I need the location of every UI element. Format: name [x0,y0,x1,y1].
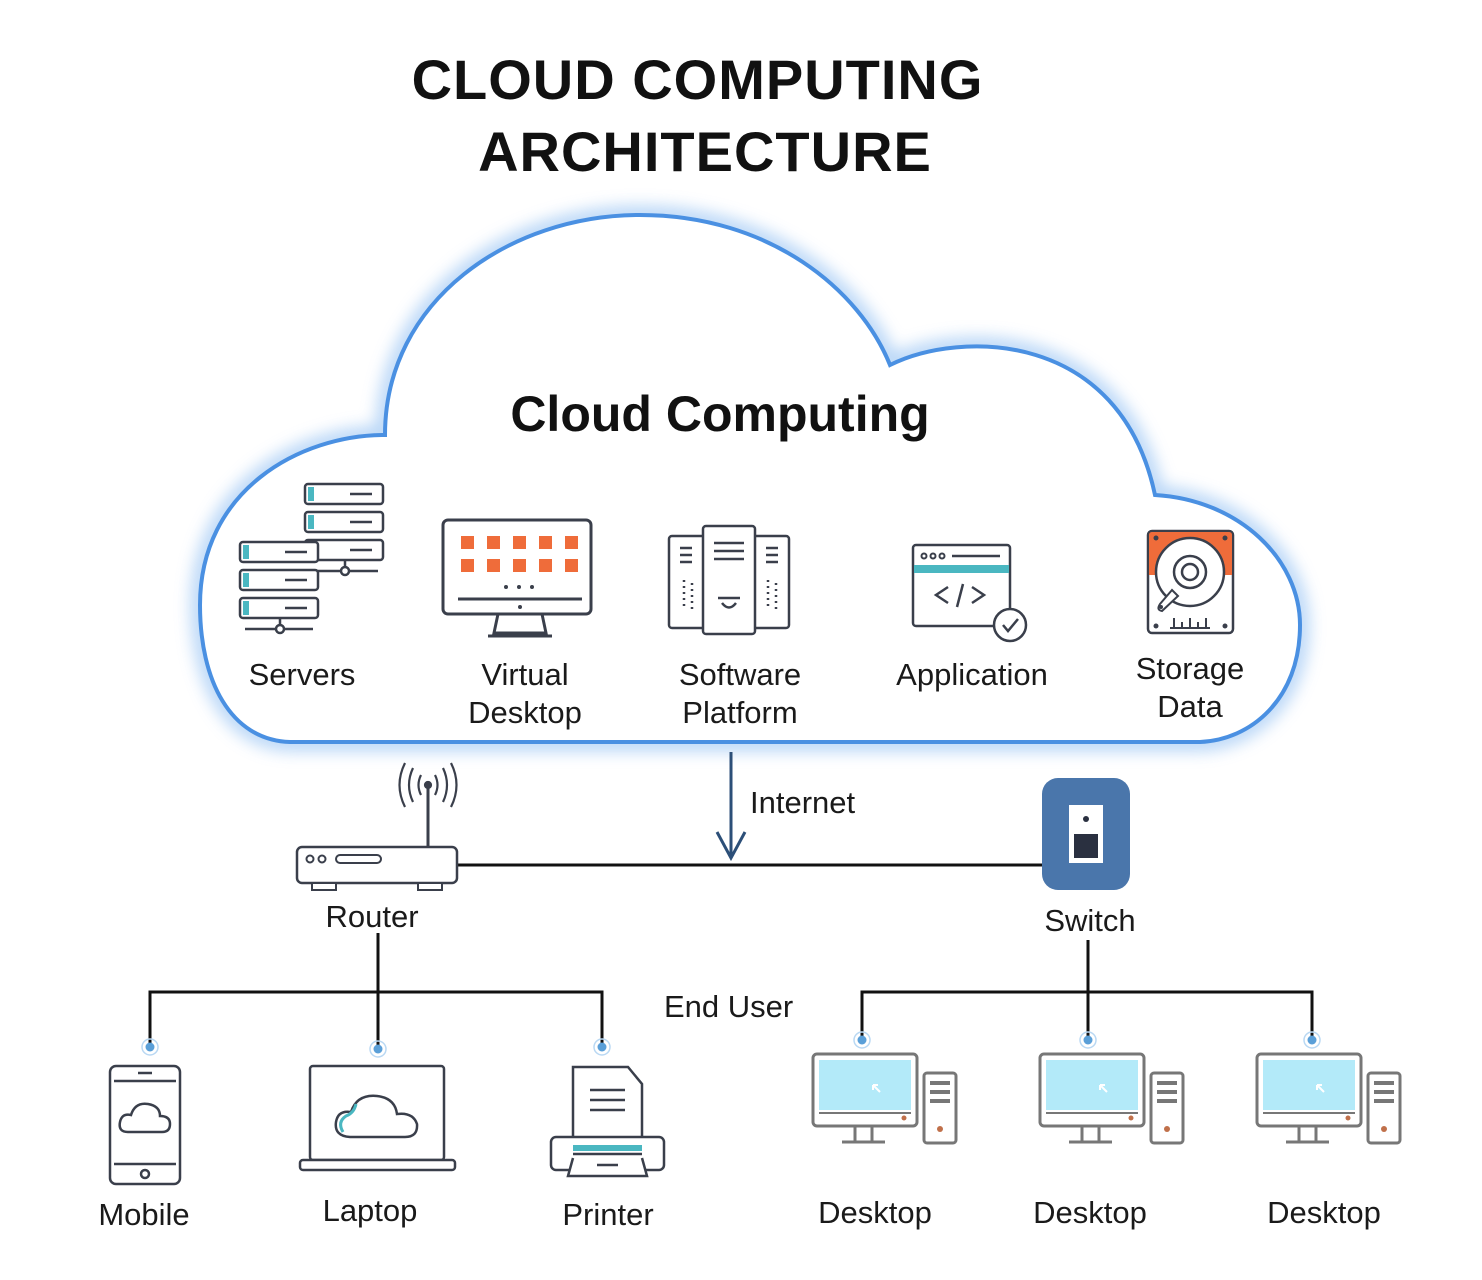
printer-icon [549,1065,666,1178]
service-label-line1: Storage [1135,651,1245,686]
service-label-storage-data: Storage Data [1110,650,1270,726]
desktop-computer-icon-1 [811,1052,958,1145]
router-icon [295,762,459,891]
device-label-laptop: Laptop [322,1193,418,1228]
node-dot-laptop [369,1040,387,1058]
hard-drive-icon [1146,529,1235,635]
service-label-line1: Application [896,657,1048,692]
server-towers-icon [667,524,791,636]
diagram-title-line1: CLOUD COMPUTING [411,48,984,111]
router-tree-lines [148,933,604,1045]
internet-arrow [715,752,747,862]
service-label-software-platform: Software Platform [660,656,820,732]
device-label-desktop-2: Desktop [1033,1195,1147,1230]
node-dot-mobile [141,1038,159,1056]
device-label-printer: Printer [562,1197,654,1232]
cloud-heading: Cloud Computing [510,386,930,442]
desktop-computer-icon-3 [1255,1052,1402,1145]
node-dot-desktop-3 [1303,1031,1321,1049]
laptop-icon [298,1064,457,1172]
internet-label: Internet [750,785,856,820]
service-label-application: Application [872,656,1072,694]
switch-tree-lines [860,940,1314,1038]
desktop-computer-icon-2 [1038,1052,1185,1145]
service-label-line1: Servers [248,657,356,692]
device-label-desktop-1: Desktop [818,1195,932,1230]
service-label-line2: Data [1157,689,1223,724]
device-label-desktop-3: Desktop [1267,1195,1381,1230]
node-dot-printer [593,1038,611,1056]
device-label-mobile: Mobile [98,1197,190,1232]
end-user-label: End User [664,989,794,1024]
diagram-title-line2: ARCHITECTURE [478,120,932,183]
code-window-icon [911,543,1028,643]
node-dot-desktop-2 [1079,1031,1097,1049]
servers-icon [238,482,385,635]
node-dot-desktop-1 [853,1031,871,1049]
mobile-phone-icon [108,1064,182,1186]
service-label-line1: Software [678,657,802,692]
switch-icon [1042,778,1130,890]
service-label-line2: Platform [682,695,798,730]
connection-nodes [141,1031,1321,1058]
service-label-servers: Servers [222,656,382,694]
service-label-line1: Virtual [481,657,569,692]
service-label-line2: Desktop [468,695,582,730]
router-label: Router [325,899,419,934]
monitor-icon [441,518,593,638]
service-label-virtual-desktop: Virtual Desktop [445,656,605,732]
switch-label: Switch [1044,903,1136,938]
